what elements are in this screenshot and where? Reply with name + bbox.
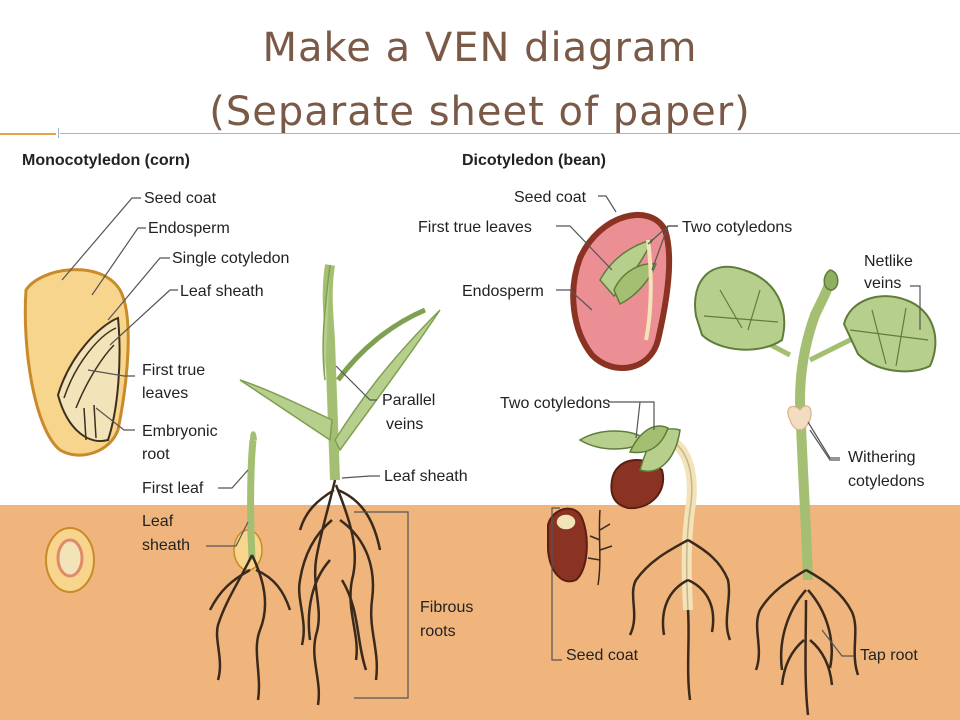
seed-germination-diagram: Monocotyledon (corn) Seed coat Endosperm…	[0, 140, 960, 720]
label-first-true-leaves-corn-line2: leaves	[142, 385, 188, 402]
label-two-cotyledons-seed: Two cotyledons	[682, 219, 792, 236]
label-netlike-veins-line1: Netlike	[864, 253, 913, 270]
slide-title-line-1: Make a VEN diagram	[262, 25, 698, 71]
label-netlike-veins-line2: veins	[864, 275, 901, 292]
corn-kernel-small	[45, 527, 95, 593]
monocot-leader-lines	[61, 197, 409, 699]
label-fibrous-roots-line2: roots	[420, 623, 456, 640]
bean-plant	[694, 265, 937, 716]
label-two-cotyledons-seedling: Two cotyledons	[500, 395, 610, 412]
label-embryonic-root-line1: Embryonic	[142, 423, 218, 440]
bean-seed-small	[547, 507, 613, 586]
title-divider-rule	[60, 133, 960, 134]
slide-title-line-2: (Separate sheet of paper)	[209, 89, 751, 135]
label-endosperm-bean: Endosperm	[462, 283, 544, 300]
withering-cotyledons	[787, 405, 812, 431]
label-leaf-sheath-seedling-line2: sheath	[142, 537, 190, 554]
dicot-leader-lines	[551, 195, 921, 661]
dicot-heading: Dicotyledon (bean)	[462, 152, 606, 169]
label-fibrous-roots-line1: Fibrous	[420, 599, 473, 616]
corn-seedling-small	[208, 431, 292, 701]
title-accent-rule	[0, 133, 56, 135]
label-embryonic-root-line2: root	[142, 446, 170, 463]
label-seed-coat-soil: Seed coat	[566, 647, 639, 664]
label-parallel-veins-line2: veins	[386, 416, 423, 433]
label-first-true-leaves-corn-line1: First true	[142, 362, 205, 379]
label-leaf-sheath-corn: Leaf sheath	[180, 283, 264, 300]
monocot-heading: Monocotyledon (corn)	[22, 152, 190, 169]
label-leaf-sheath-plant: Leaf sheath	[384, 468, 468, 485]
label-parallel-veins-line1: Parallel	[382, 392, 435, 409]
monocot-illustration: Monocotyledon (corn) Seed coat Endosperm…	[22, 152, 473, 706]
label-first-true-leaves-bean: First true leaves	[418, 219, 532, 236]
dicot-illustration: Dicotyledon (bean) Seed coat First true …	[418, 152, 937, 716]
title-rule-tick	[58, 128, 59, 138]
label-tap-root: Tap root	[860, 647, 918, 664]
bean-seed	[570, 212, 673, 371]
soil-background	[0, 505, 960, 720]
corn-kernel	[23, 268, 130, 457]
label-withering-cotyledons-line1: Withering	[848, 449, 916, 466]
label-endosperm-corn: Endosperm	[148, 220, 230, 237]
label-seed-coat-corn: Seed coat	[144, 190, 217, 207]
label-seed-coat-bean: Seed coat	[514, 189, 587, 206]
label-leaf-sheath-seedling-line1: Leaf	[142, 513, 174, 530]
label-first-leaf: First leaf	[142, 480, 204, 497]
corn-plant	[239, 264, 441, 706]
label-withering-cotyledons-line2: cotyledons	[848, 473, 925, 490]
bean-seedling	[578, 425, 732, 701]
label-single-cotyledon: Single cotyledon	[172, 250, 289, 267]
